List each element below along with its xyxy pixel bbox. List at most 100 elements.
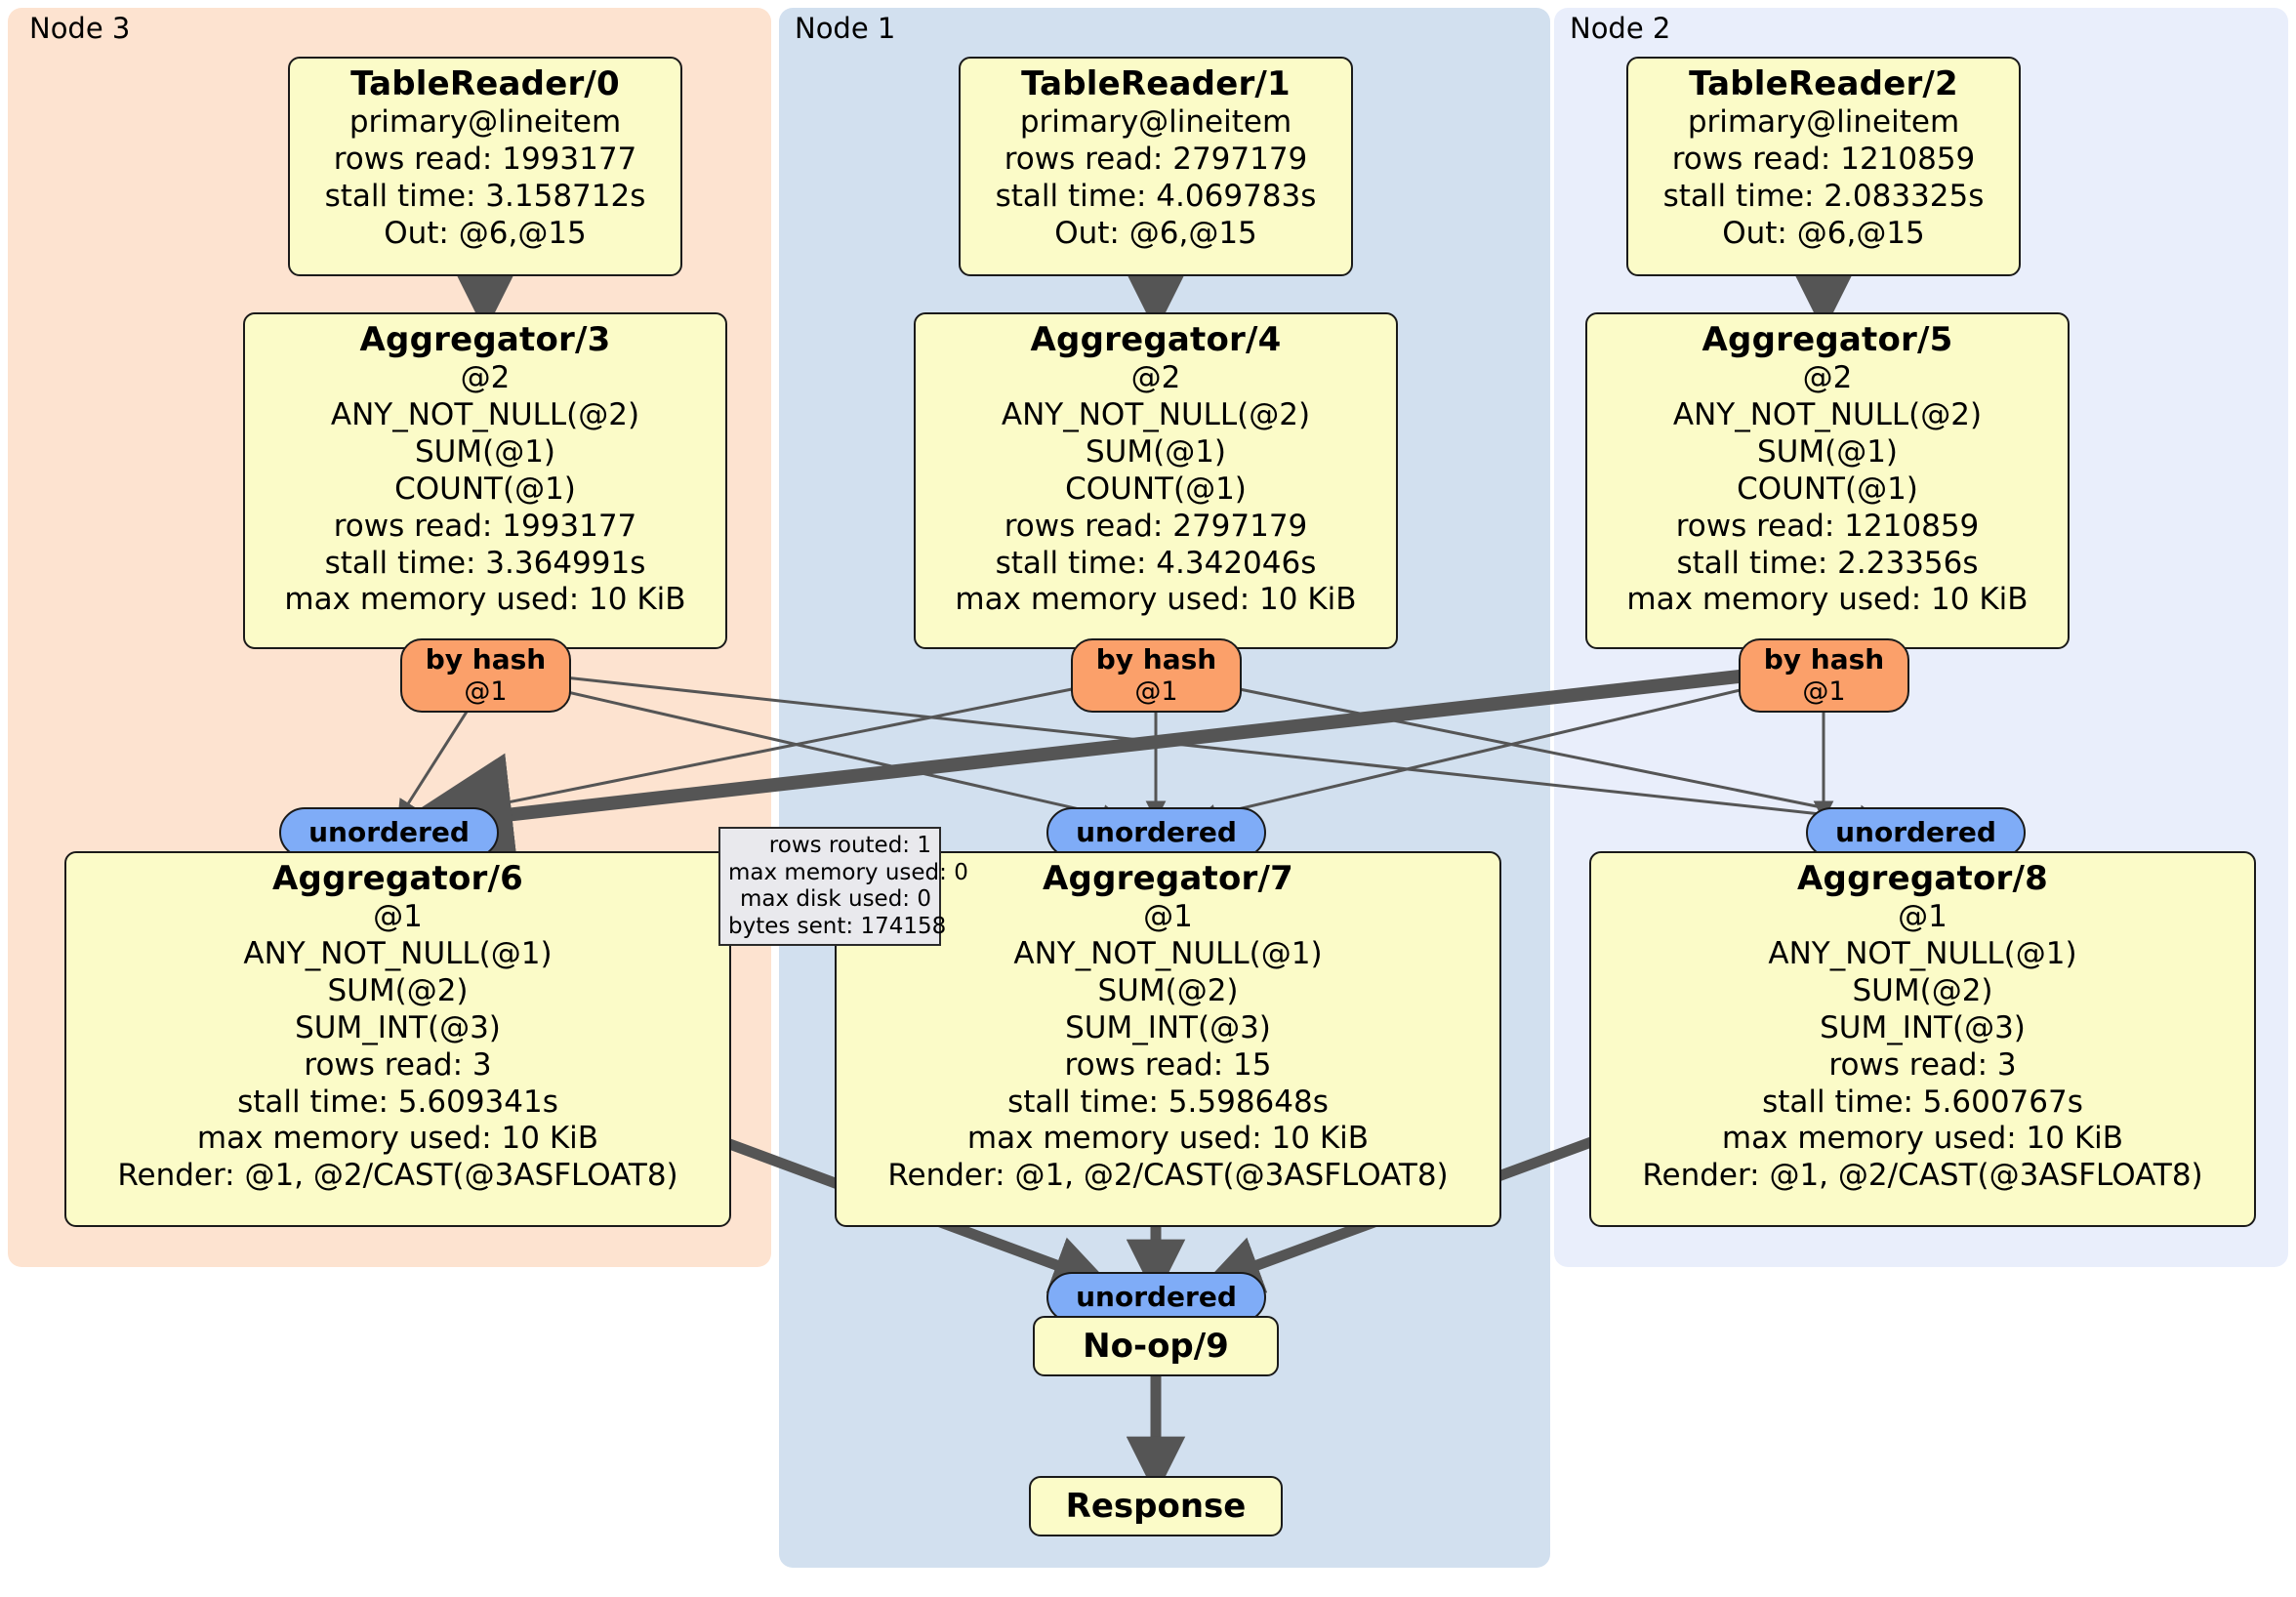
processor-line: max memory used: 10 KiB: [196, 1121, 599, 1157]
processor-line: primary@lineitem: [1019, 104, 1292, 141]
sync-unordered-node2[interactable]: unordered: [1806, 807, 2026, 858]
processor-line: stall time: 3.158712s: [324, 179, 646, 215]
processor-line: COUNT(@1): [394, 471, 576, 507]
processor-noop-9[interactable]: No-op/9: [1033, 1316, 1279, 1376]
processor-line: max memory used: 10 KiB: [955, 582, 1357, 618]
processor-line: Render: @1, @2/CAST(@3ASFLOAT8): [117, 1158, 678, 1194]
processor-aggregator-7[interactable]: Aggregator/7 @1 ANY_NOT_NULL(@1) SUM(@2)…: [835, 851, 1501, 1227]
processor-line: ANY_NOT_NULL(@1): [1768, 936, 2077, 972]
processor-line: ANY_NOT_NULL(@2): [1672, 397, 1983, 433]
stats-line: max disk used: 0: [739, 886, 931, 913]
router-label: by hash: [425, 643, 547, 676]
processor-line: SUM(@2): [1852, 973, 1993, 1009]
router-sublabel: @1: [464, 676, 508, 707]
router-by-hash-node2[interactable]: by hash @1: [1739, 638, 1909, 713]
processor-title: Aggregator/3: [359, 320, 611, 359]
processor-line: rows read: 15: [1064, 1046, 1272, 1083]
processor-line: stall time: 3.364991s: [324, 545, 646, 581]
processor-line: rows read: 3: [1828, 1046, 2017, 1083]
processor-line: stall time: 4.069783s: [995, 179, 1317, 215]
processor-line: rows read: 3: [304, 1046, 492, 1083]
processor-tablereader-2[interactable]: TableReader/2 primary@lineitem rows read…: [1626, 57, 2021, 276]
processor-line: rows read: 1210859: [1671, 142, 1976, 178]
processor-aggregator-4[interactable]: Aggregator/4 @2 ANY_NOT_NULL(@2) SUM(@1)…: [914, 312, 1398, 649]
processor-line: SUM(@2): [327, 973, 469, 1009]
processor-line: stall time: 5.609341s: [237, 1084, 558, 1120]
processor-aggregator-8[interactable]: Aggregator/8 @1 ANY_NOT_NULL(@1) SUM(@2)…: [1589, 851, 2256, 1227]
edge-stats-box[interactable]: rows routed: 1 max memory used: 0 max di…: [718, 827, 968, 946]
processor-line: max memory used: 10 KiB: [966, 1121, 1370, 1157]
stats-line: rows routed: 1: [768, 833, 931, 858]
processor-line: primary@lineitem: [348, 104, 622, 141]
sync-label: unordered: [1076, 815, 1237, 848]
processor-line: SUM(@1): [414, 434, 556, 471]
processor-line: Out: @6,@15: [384, 215, 587, 251]
processor-line: Out: @6,@15: [1722, 215, 1925, 251]
edge-hash4-u8: [1210, 681, 1880, 826]
processor-title: Aggregator/8: [1797, 859, 2048, 898]
processor-line: SUM_INT(@3): [295, 1009, 501, 1045]
processor-line: stall time: 5.598648s: [1007, 1084, 1329, 1120]
processor-tablereader-1[interactable]: TableReader/1 primary@lineitem rows read…: [959, 57, 1353, 276]
processor-line: SUM(@1): [1085, 434, 1227, 471]
stats-line: max memory used: 0: [728, 859, 968, 885]
processor-aggregator-6[interactable]: Aggregator/6 @1 ANY_NOT_NULL(@1) SUM(@2)…: [64, 851, 731, 1227]
processor-line: Render: @1, @2/CAST(@3ASFLOAT8): [1642, 1158, 2203, 1194]
router-label: by hash: [1763, 643, 1885, 676]
edge-hash3-u8: [528, 672, 1880, 829]
processor-title: TableReader/1: [1021, 64, 1291, 103]
processor-line: stall time: 2.23356s: [1676, 545, 1979, 581]
edge-hash4-u6: [424, 681, 1102, 826]
router-by-hash-node1[interactable]: by hash @1: [1071, 638, 1242, 713]
router-label: by hash: [1095, 643, 1217, 676]
processor-line: ANY_NOT_NULL(@1): [243, 936, 553, 972]
processor-line: max memory used: 10 KiB: [284, 582, 686, 618]
processor-line: max memory used: 10 KiB: [1721, 1121, 2124, 1157]
processor-line: rows read: 1993177: [333, 142, 637, 178]
cluster-label-node2: Node 2: [1570, 12, 1671, 45]
processor-line: SUM(@2): [1097, 973, 1239, 1009]
processor-line: rows read: 2797179: [1004, 508, 1308, 544]
processor-title: Response: [1065, 1487, 1247, 1526]
processor-line: @2: [1130, 360, 1181, 396]
processor-title: TableReader/2: [1689, 64, 1958, 103]
processor-title: Aggregator/4: [1030, 320, 1282, 359]
processor-line: ANY_NOT_NULL(@2): [330, 397, 640, 433]
processor-line: SUM(@1): [1756, 434, 1899, 471]
processor-tablereader-0[interactable]: TableReader/0 primary@lineitem rows read…: [288, 57, 682, 276]
cluster-label-node3: Node 3: [29, 12, 131, 45]
processor-aggregator-3[interactable]: Aggregator/3 @2 ANY_NOT_NULL(@2) SUM(@1)…: [243, 312, 727, 649]
processor-line: primary@lineitem: [1687, 104, 1960, 141]
sync-label: unordered: [1076, 1280, 1237, 1313]
processor-line: @1: [1898, 899, 1948, 935]
edge-hash3-u6: [397, 708, 471, 821]
processor-line: Render: @1, @2/CAST(@3ASFLOAT8): [887, 1158, 1449, 1194]
processor-title: No-op/9: [1083, 1327, 1229, 1366]
processor-line: rows read: 1993177: [333, 508, 637, 544]
processor-line: SUM_INT(@3): [1065, 1009, 1271, 1045]
processor-line: rows read: 2797179: [1004, 142, 1308, 178]
processor-line: stall time: 4.342046s: [995, 545, 1317, 581]
processor-aggregator-5[interactable]: Aggregator/5 @2 ANY_NOT_NULL(@2) SUM(@1)…: [1585, 312, 2070, 649]
processor-title: Aggregator/5: [1702, 320, 1953, 359]
processor-line: stall time: 2.083325s: [1662, 179, 1985, 215]
processor-line: @2: [460, 360, 511, 396]
processor-line: rows read: 1210859: [1675, 508, 1980, 544]
processor-line: @2: [1802, 360, 1853, 396]
router-sublabel: @1: [1802, 676, 1846, 707]
processor-line: max memory used: 10 KiB: [1626, 582, 2029, 618]
edge-hash3-u7: [528, 681, 1124, 825]
processor-response[interactable]: Response: [1029, 1476, 1283, 1536]
sync-label: unordered: [308, 815, 470, 848]
edge-hash5-u7: [1195, 681, 1770, 825]
processor-line: ANY_NOT_NULL(@2): [1001, 397, 1311, 433]
cluster-label-node1: Node 1: [795, 12, 896, 45]
sync-unordered-node1[interactable]: unordered: [1046, 807, 1266, 858]
router-by-hash-node3[interactable]: by hash @1: [400, 638, 571, 713]
processor-line: stall time: 5.600767s: [1762, 1084, 2083, 1120]
processor-line: SUM_INT(@3): [1820, 1009, 2026, 1045]
sync-unordered-final[interactable]: unordered: [1046, 1272, 1266, 1323]
processor-line: Out: @6,@15: [1054, 215, 1257, 251]
processor-line: ANY_NOT_NULL(@1): [1013, 936, 1323, 972]
